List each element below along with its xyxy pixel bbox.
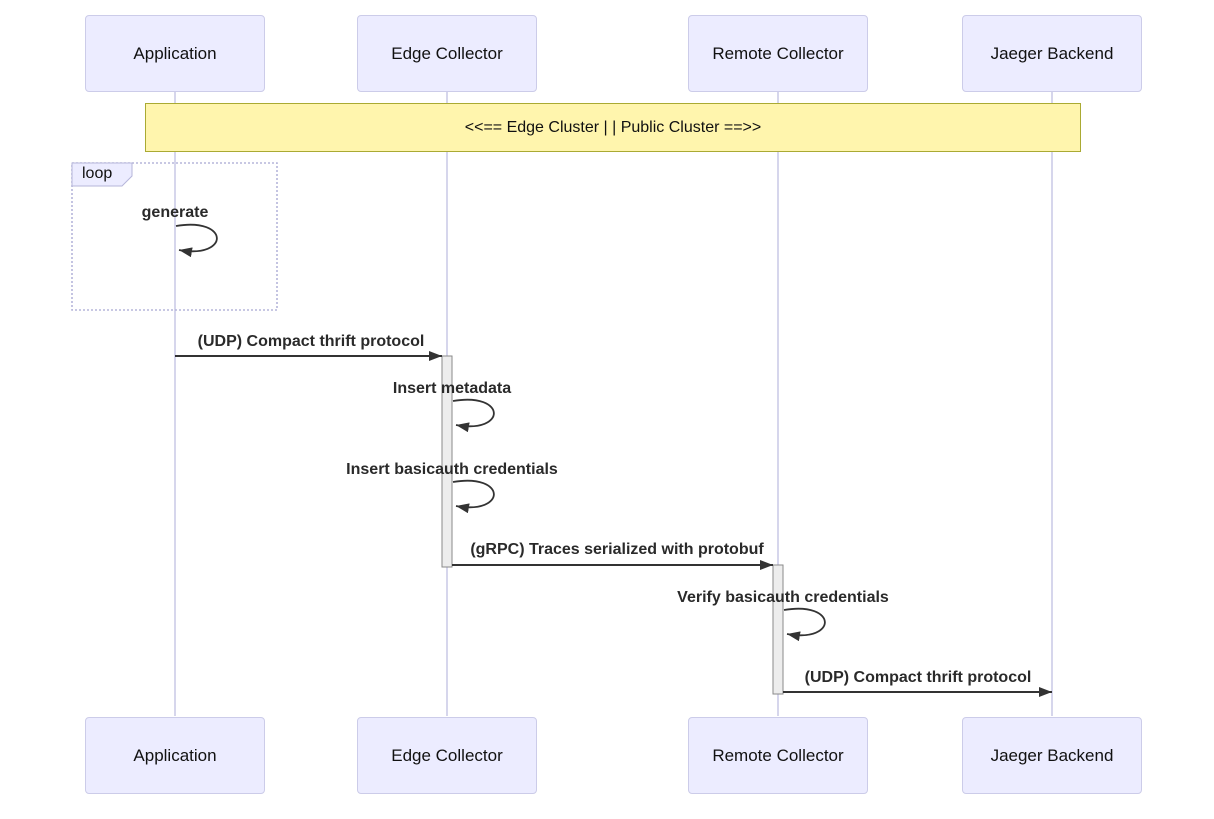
message-label-verify-basicauth: Verify basicauth credentials — [677, 589, 889, 606]
actor-label: Edge Collector — [391, 43, 503, 63]
message-label-insert-basicauth: Insert basicauth credentials — [346, 461, 558, 478]
actor-box-edge-collector-top: Edge Collector — [357, 15, 537, 92]
message-label-udp-thrift-2: (UDP) Compact thrift protocol — [804, 669, 1032, 686]
actor-label: Remote Collector — [712, 43, 844, 63]
actor-label: Edge Collector — [391, 745, 503, 765]
actor-box-jaeger-backend-bottom: Jaeger Backend — [962, 717, 1142, 794]
note-text: <<== Edge Cluster | | Public Cluster ==>… — [464, 118, 762, 136]
activation-edge-collector — [441, 355, 453, 568]
actor-box-remote-collector-top: Remote Collector — [688, 15, 868, 92]
actor-box-edge-collector-bottom: Edge Collector — [357, 717, 537, 794]
actor-box-application-top: Application — [85, 15, 265, 92]
actor-label: Remote Collector — [712, 745, 844, 765]
message-label-generate: generate — [141, 204, 209, 221]
actor-box-remote-collector-bottom: Remote Collector — [688, 717, 868, 794]
actor-label: Application — [133, 43, 217, 63]
self-arrow-generate — [175, 223, 218, 258]
actor-box-application-bottom: Application — [85, 717, 265, 794]
actor-label: Jaeger Backend — [990, 745, 1114, 765]
message-label-udp-thrift-1: (UDP) Compact thrift protocol — [197, 333, 425, 350]
actor-label: Application — [133, 745, 217, 765]
self-arrow-insert-metadata — [452, 398, 495, 433]
activation-remote-collector — [772, 564, 784, 695]
actor-box-jaeger-backend-top: Jaeger Backend — [962, 15, 1142, 92]
loop-fragment-label: loop — [82, 165, 113, 182]
note-cluster-boundary: <<== Edge Cluster | | Public Cluster ==>… — [145, 103, 1081, 152]
message-label-grpc-protobuf: (gRPC) Traces serialized with protobuf — [470, 541, 764, 558]
message-label-insert-metadata: Insert metadata — [392, 380, 512, 397]
self-arrow-insert-basicauth — [452, 479, 495, 514]
loop-label-tab — [71, 162, 133, 187]
actor-label: Jaeger Backend — [990, 43, 1114, 63]
self-arrow-verify-basicauth — [783, 607, 826, 642]
